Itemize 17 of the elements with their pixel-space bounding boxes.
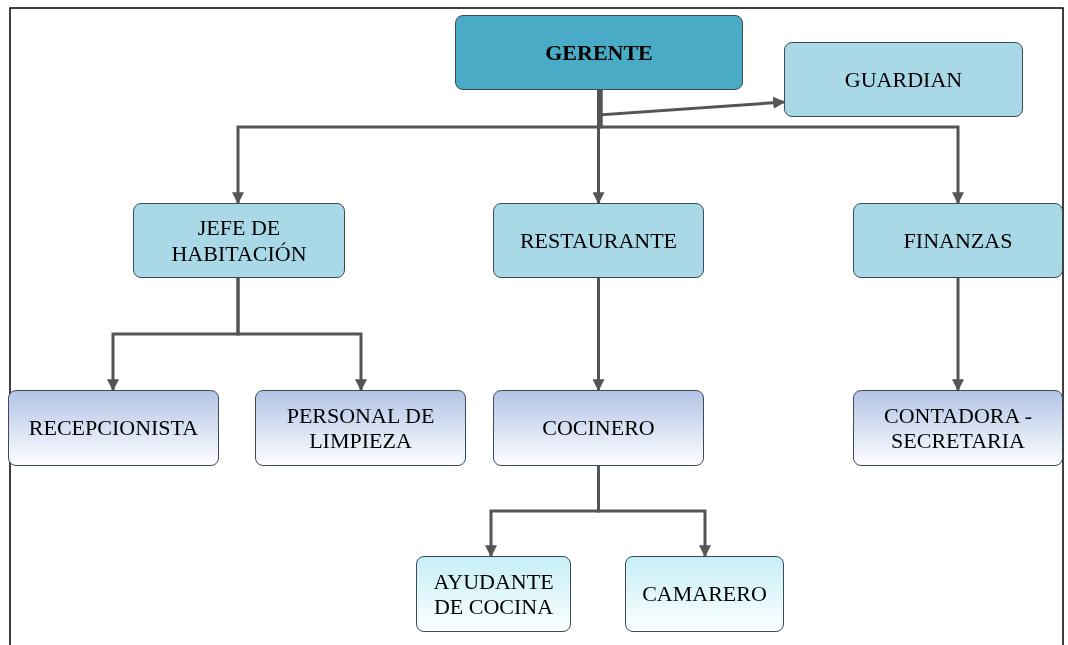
org-box: RECEPCIONISTA xyxy=(8,390,219,466)
org-box: GUARDIAN xyxy=(784,42,1023,117)
connector-arrow xyxy=(592,90,605,205)
org-box: COCINERO xyxy=(493,390,704,466)
org-box: CONTADORA - SECRETARIA xyxy=(853,390,1063,466)
connector-arrow xyxy=(592,278,605,392)
org-box: AYUDANTE DE COCINA xyxy=(416,556,571,632)
org-box: JEFE DE HABITACIÓN xyxy=(133,203,345,278)
connector-arrow xyxy=(599,90,964,205)
connector-arrow xyxy=(952,278,964,392)
org-box: RESTAURANTE xyxy=(493,203,704,278)
org-box: CAMARERO xyxy=(625,556,784,632)
connector-arrow xyxy=(236,278,367,392)
org-box: FINANZAS xyxy=(853,203,1063,278)
connector-arrow xyxy=(597,466,711,558)
org-box: GERENTE xyxy=(455,15,743,90)
org-box: PERSONAL DE LIMPIEZA xyxy=(255,390,466,466)
